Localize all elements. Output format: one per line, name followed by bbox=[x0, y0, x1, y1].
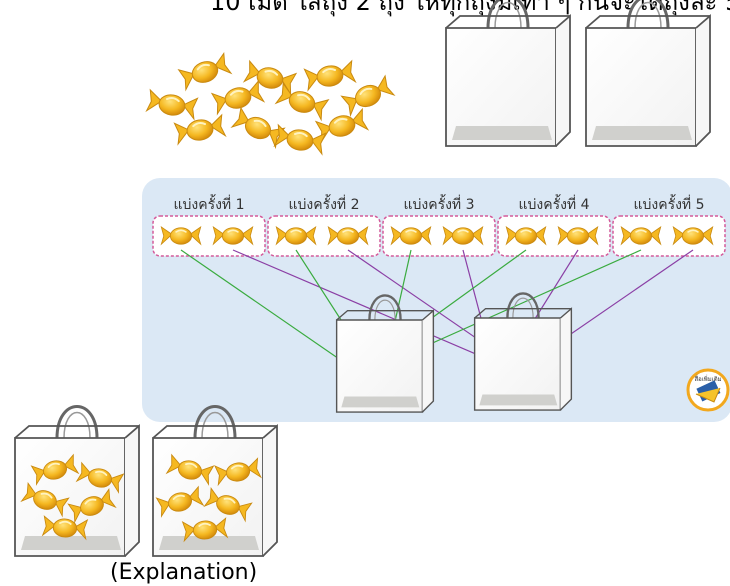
rounds-row: แบ่งครั้งที่ 1 แบ่งครั้งที่ 2 แบ่งครั้งที่… bbox=[152, 194, 726, 257]
round-label: แบ่งครั้งที่ 4 bbox=[518, 194, 589, 213]
round-4: แบ่งครั้งที่ 4 bbox=[497, 194, 611, 257]
round-label: แบ่งครั้งที่ 5 bbox=[633, 194, 704, 213]
logo-label: สื่อเพิ่มเติม bbox=[694, 375, 722, 383]
candy-icon bbox=[210, 80, 265, 115]
round-box bbox=[152, 215, 266, 257]
division-panel bbox=[142, 178, 730, 422]
round-box bbox=[267, 215, 381, 257]
empty-bag-icon bbox=[584, 0, 712, 148]
filled-bag-right bbox=[151, 405, 279, 558]
empty-bag-icon bbox=[444, 0, 572, 148]
problem-text: 10 เม็ด ใส่ถุง 2 ถุง ให้ทุกถุงมีเท่า ๆ ก… bbox=[210, 0, 730, 16]
round-box bbox=[612, 215, 726, 257]
candy-icon bbox=[273, 123, 327, 156]
diagram-canvas: แบ่งครั้งที่ 1 แบ่งครั้งที่ 2 แบ่งครั้งที่… bbox=[13, 0, 730, 558]
round-3: แบ่งครั้งที่ 3 bbox=[382, 194, 496, 257]
extra-media-logo-icon: สื่อเพิ่มเติม bbox=[686, 368, 730, 412]
candy-icon bbox=[340, 74, 395, 117]
round-5: แบ่งครั้งที่ 5 bbox=[612, 194, 726, 257]
explanation-caption: (Explanation) bbox=[110, 560, 258, 585]
round-label: แบ่งครั้งที่ 1 bbox=[173, 194, 244, 213]
round-label: แบ่งครั้งที่ 3 bbox=[403, 194, 474, 213]
round-2: แบ่งครั้งที่ 2 bbox=[267, 194, 381, 257]
candy-icon bbox=[145, 88, 199, 121]
arrow-to-right-bag bbox=[232, 249, 502, 366]
candy-pile bbox=[145, 52, 395, 156]
round-box bbox=[382, 215, 496, 257]
round-box bbox=[497, 215, 611, 257]
filled-bag-left bbox=[13, 405, 141, 558]
candy-icon bbox=[177, 52, 232, 91]
candy-icon bbox=[303, 59, 357, 92]
round-1: แบ่งครั้งที่ 1 bbox=[152, 194, 266, 257]
candy-icon bbox=[173, 113, 227, 146]
candy-icon bbox=[275, 82, 330, 121]
round-label: แบ่งครั้งที่ 2 bbox=[288, 194, 359, 213]
arrow-to-left-bag bbox=[180, 249, 357, 372]
illustration: 10 เม็ด ใส่ถุง 2 ถุง ให้ทุกถุงมีเท่า ๆ ก… bbox=[13, 0, 730, 585]
